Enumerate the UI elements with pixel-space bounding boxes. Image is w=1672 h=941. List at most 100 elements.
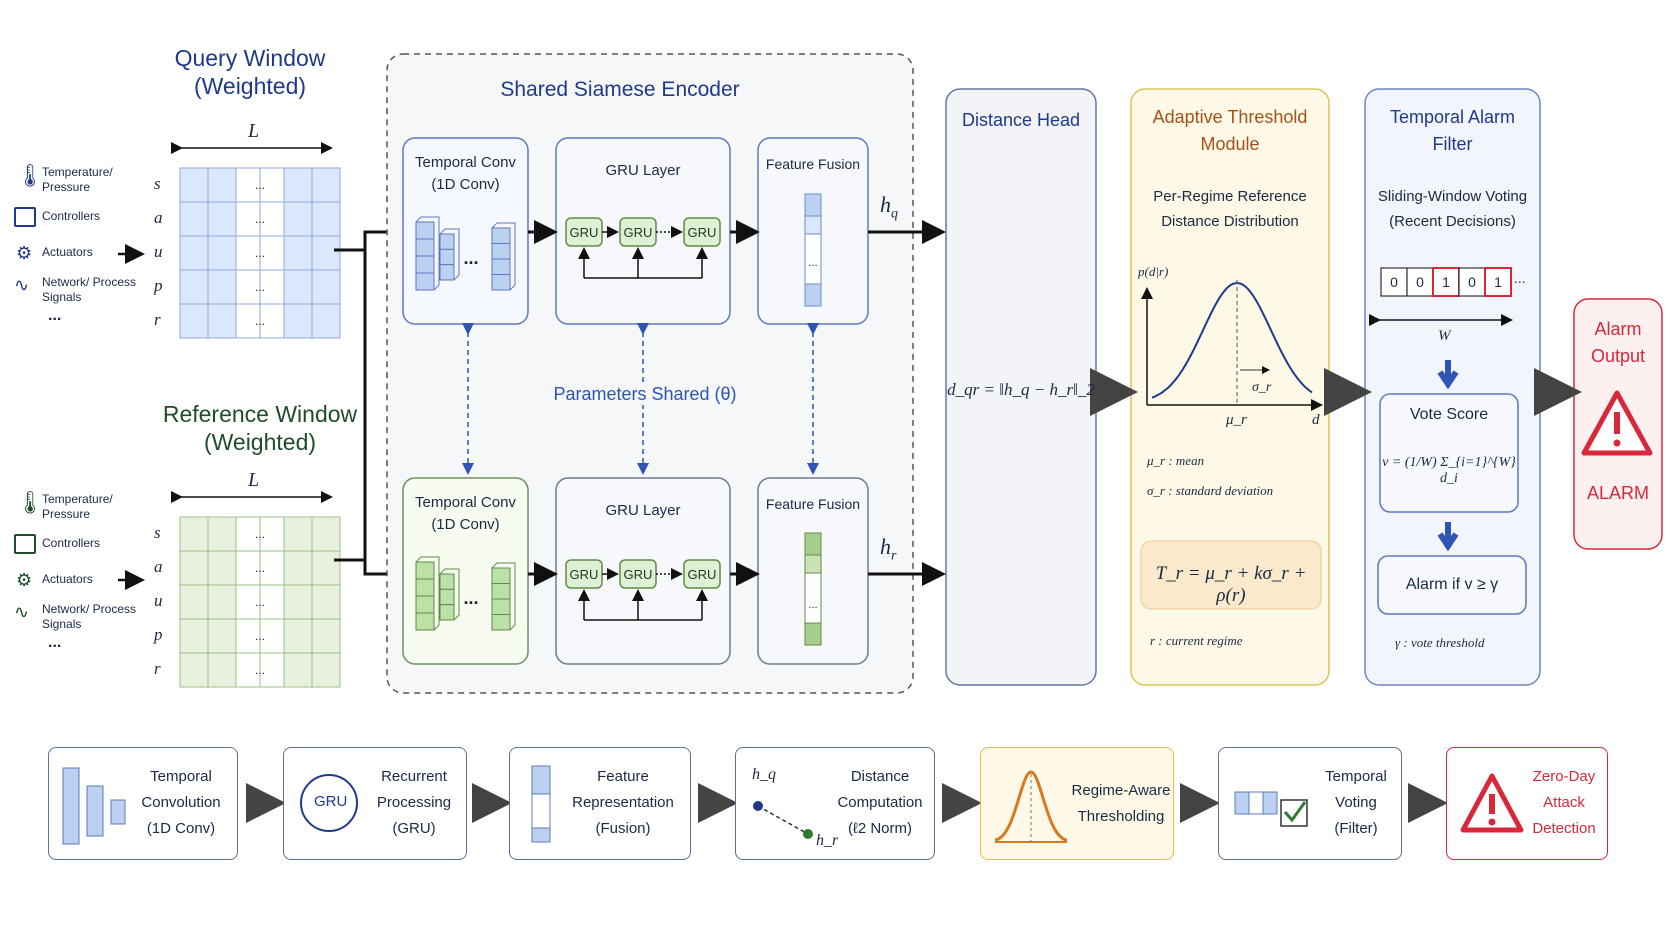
grid-dots: ... bbox=[255, 561, 265, 575]
legend-line-2: Computation bbox=[837, 794, 923, 811]
window-label: W bbox=[1438, 328, 1451, 344]
query-length-label: L bbox=[248, 120, 260, 142]
row-label: a bbox=[154, 208, 163, 227]
conv-block bbox=[415, 272, 435, 291]
hq-h: h bbox=[880, 192, 891, 217]
legend-temporal-conv: Temporal Convolution (1D Conv) bbox=[48, 747, 238, 860]
grid-cell bbox=[311, 201, 341, 237]
grid-cell bbox=[259, 652, 285, 688]
threshold-formula-box bbox=[1140, 540, 1322, 610]
thermometer-icon: 🌡 bbox=[16, 490, 44, 515]
vote-score-box bbox=[1379, 393, 1519, 513]
gru-cell-label: GRU bbox=[624, 567, 653, 582]
output-title-1: Alarm bbox=[1594, 319, 1642, 339]
input-controllers: Controllers bbox=[10, 203, 135, 239]
query-inputs: 🌡 Temperature/ Pressure Controllers ⚙ Ac… bbox=[10, 163, 137, 325]
conv-block-depth bbox=[439, 228, 460, 281]
legend-text: Temporal Convolution (1D Conv) bbox=[131, 764, 231, 842]
input-label: Network/ Process Signals bbox=[42, 275, 137, 304]
warning-triangle-icon bbox=[1460, 773, 1524, 833]
input-actuators: ⚙ Actuators bbox=[10, 566, 135, 600]
alarm-label: ALARM bbox=[1586, 483, 1649, 503]
legend-text: Temporal Voting (Filter) bbox=[1315, 764, 1397, 842]
conv-block bbox=[439, 233, 455, 250]
signal-wave-icon: ∿ bbox=[14, 602, 30, 622]
grid-cell bbox=[283, 584, 313, 620]
output-title: Alarm Output bbox=[1574, 316, 1662, 370]
grid-cell bbox=[283, 235, 313, 271]
legend-line-2: Voting bbox=[1335, 794, 1377, 811]
grid-cell bbox=[283, 269, 313, 305]
grid-cell bbox=[207, 303, 237, 339]
grid-cell bbox=[259, 618, 285, 654]
legend-line-1: Temporal bbox=[1325, 768, 1387, 785]
filter-title-1: Temporal Alarm bbox=[1389, 107, 1516, 127]
decision-value: 0 bbox=[1468, 274, 1476, 290]
row-label: p bbox=[154, 625, 163, 644]
reference-inputs: 🌡 Temperature/ Pressure Controllers ⚙ Ac… bbox=[10, 490, 137, 652]
legend-text: Recurrent Processing (GRU) bbox=[366, 764, 462, 842]
decision-value: 0 bbox=[1416, 274, 1424, 290]
grid-cell bbox=[311, 235, 341, 271]
parameters-shared-label: Parameters Shared (θ) bbox=[530, 384, 760, 405]
conv-block bbox=[415, 255, 435, 274]
grid-dots: ... bbox=[255, 178, 265, 192]
input-label: Network/ Process Signals bbox=[42, 602, 137, 631]
reference-window-title: Reference Window (Weighted) bbox=[150, 400, 370, 456]
conv-block bbox=[415, 561, 435, 580]
gauss-xlabel: d bbox=[1312, 412, 1320, 428]
row-label: u bbox=[154, 591, 163, 610]
grid-cell bbox=[207, 618, 237, 654]
conv-title-bottom: Temporal Conv (1D Conv) bbox=[403, 492, 528, 536]
grid-cell bbox=[311, 550, 341, 586]
actuator-icon: ⚙ bbox=[16, 243, 33, 263]
hq-label: hq bbox=[880, 192, 898, 222]
grid-cell bbox=[207, 167, 237, 203]
filter-sub-1: Sliding-Window Voting bbox=[1377, 188, 1528, 205]
conv-block bbox=[415, 578, 435, 597]
input-label: Temperature/ Pressure bbox=[42, 165, 113, 194]
grid-cell bbox=[235, 652, 261, 688]
vote-score-title: Vote Score bbox=[1409, 406, 1489, 423]
vote-formula: v = (1/W) Σ_{i=1}^{W} d_i bbox=[1382, 455, 1516, 486]
grid-cell bbox=[259, 303, 285, 339]
decision-cell bbox=[1458, 267, 1486, 297]
conv-sub: (1D Conv) bbox=[431, 176, 500, 193]
gru-cell bbox=[683, 217, 721, 247]
reference-window-subtitle: (Weighted) bbox=[203, 429, 317, 455]
grid-cell bbox=[207, 201, 237, 237]
row-label: a bbox=[154, 557, 163, 576]
output-title-2: Output bbox=[1590, 346, 1646, 366]
grid-cell bbox=[179, 550, 209, 586]
std-definition: σ_r : standard deviation bbox=[1147, 483, 1274, 498]
legend-gru: GRU Recurrent Processing (GRU) bbox=[283, 747, 467, 860]
conv-block bbox=[491, 598, 511, 615]
row-label: p bbox=[154, 276, 163, 295]
decisions-more: ... bbox=[1514, 270, 1526, 286]
filter-title-2: Filter bbox=[1432, 134, 1473, 154]
decision-value: 1 bbox=[1494, 274, 1502, 290]
grid-cell bbox=[179, 167, 209, 203]
gru-title-top: GRU Layer bbox=[605, 162, 681, 179]
grid-cell bbox=[235, 235, 261, 271]
gru-cell-label: GRU bbox=[570, 567, 599, 582]
legend-line-3: (Filter) bbox=[1334, 820, 1378, 837]
gaussian-plot bbox=[1141, 280, 1323, 411]
reference-window-title-text: Reference Window bbox=[162, 401, 358, 427]
grid-dots: ... bbox=[255, 527, 265, 541]
input-actuators: ⚙ Actuators bbox=[10, 239, 135, 273]
filter-subtitle: Sliding-Window Voting (Recent Decisions) bbox=[1365, 184, 1540, 234]
conv-dots: ... bbox=[463, 588, 478, 608]
gru-cycle-icon bbox=[300, 774, 358, 832]
grid-cell bbox=[311, 516, 341, 552]
conv-stack-icon bbox=[62, 767, 126, 845]
threshold-sub-1: Per-Regime Reference bbox=[1153, 188, 1307, 205]
legend-hr: h_r bbox=[816, 832, 839, 849]
legend-text: Feature Representation (Fusion) bbox=[560, 764, 686, 842]
encoder-title: Shared Siamese Encoder bbox=[500, 78, 740, 101]
svg-text:...: ... bbox=[808, 257, 817, 269]
grid-cell bbox=[311, 303, 341, 339]
distance-head-title: Distance Head bbox=[961, 110, 1081, 130]
inputs-more: ... bbox=[48, 307, 62, 324]
grid-cell bbox=[283, 550, 313, 586]
